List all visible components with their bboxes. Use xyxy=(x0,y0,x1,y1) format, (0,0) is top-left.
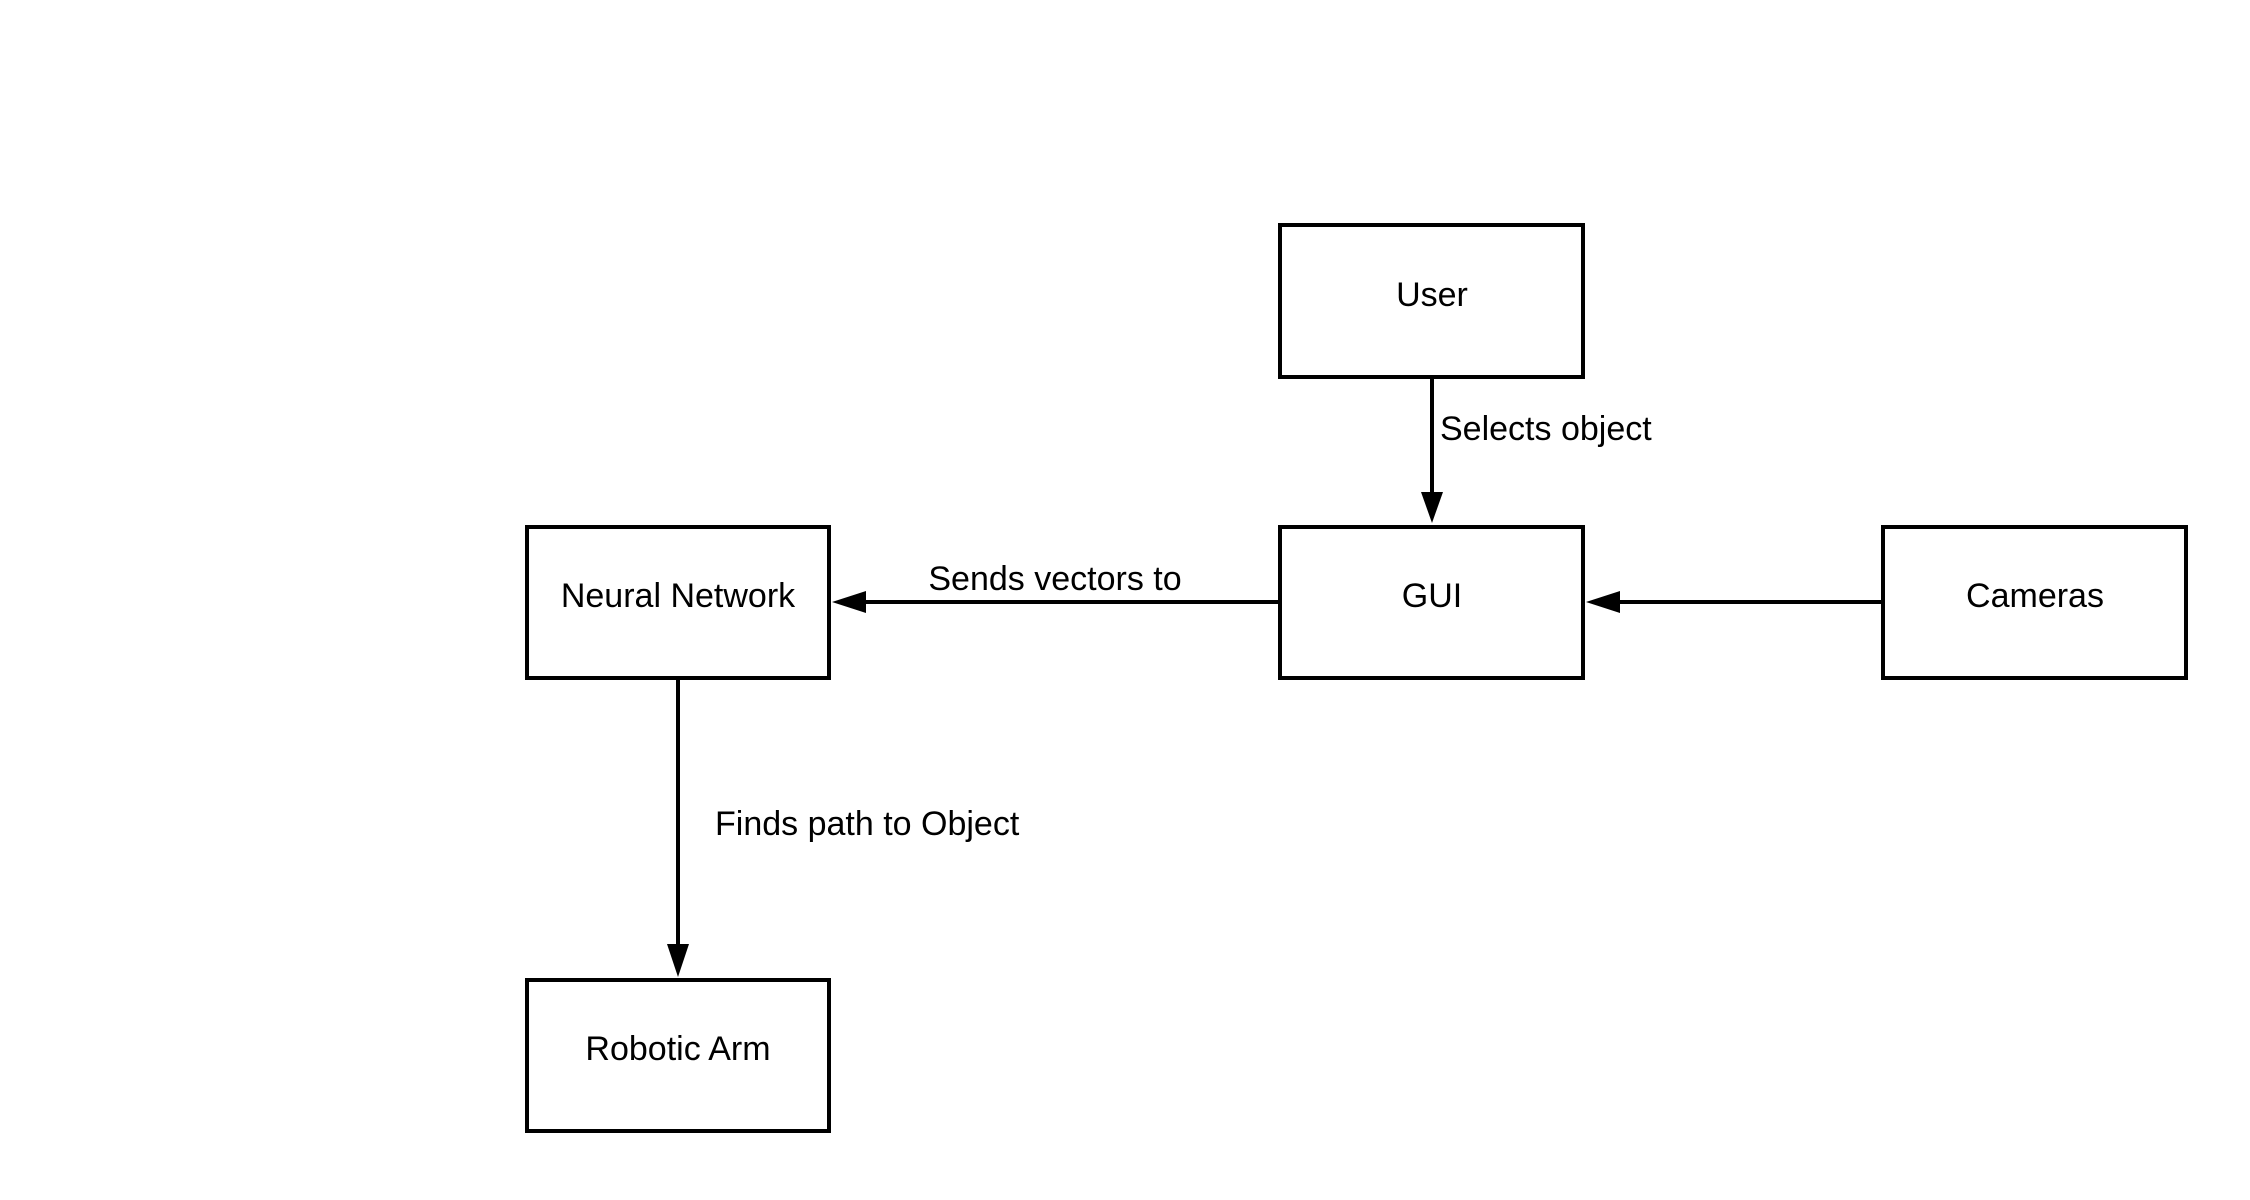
node-user: User xyxy=(1278,223,1585,379)
edge-cameras-to-gui-arrowhead xyxy=(1586,591,1620,613)
edge-gui-to-neural-network: Sends vectors to xyxy=(832,560,1280,613)
node-neural-network-box xyxy=(525,525,831,680)
node-robotic-arm-label: Robotic Arm xyxy=(585,1030,770,1068)
edge-neural-network-to-robotic-arm-arrowhead xyxy=(667,944,689,977)
edge-cameras-to-gui xyxy=(1586,591,1883,613)
edge-user-to-gui-arrowhead xyxy=(1421,492,1443,523)
edge-gui-to-neural-network-label: Sends vectors to xyxy=(928,560,1181,598)
edge-user-to-gui-label: Selects object xyxy=(1440,410,1652,448)
node-neural-network: Neural Network xyxy=(525,525,831,680)
edge-neural-network-to-robotic-arm: Finds path to Object xyxy=(667,678,1020,977)
node-cameras: Cameras xyxy=(1881,525,2188,680)
edge-gui-to-neural-network-arrowhead xyxy=(832,591,866,613)
node-robotic-arm-box xyxy=(525,978,831,1133)
node-cameras-label: Cameras xyxy=(1966,577,2104,615)
node-cameras-box xyxy=(1881,525,2188,680)
node-robotic-arm: Robotic Arm xyxy=(525,978,831,1133)
node-gui-box xyxy=(1278,525,1585,680)
node-gui: GUI xyxy=(1278,525,1585,680)
edge-neural-network-to-robotic-arm-label: Finds path to Object xyxy=(715,805,1020,843)
edge-user-to-gui: Selects object xyxy=(1421,377,1652,523)
node-user-box xyxy=(1278,223,1585,379)
node-neural-network-label: Neural Network xyxy=(561,577,796,615)
node-gui-label: GUI xyxy=(1402,577,1462,615)
node-user-label: User xyxy=(1396,276,1468,314)
